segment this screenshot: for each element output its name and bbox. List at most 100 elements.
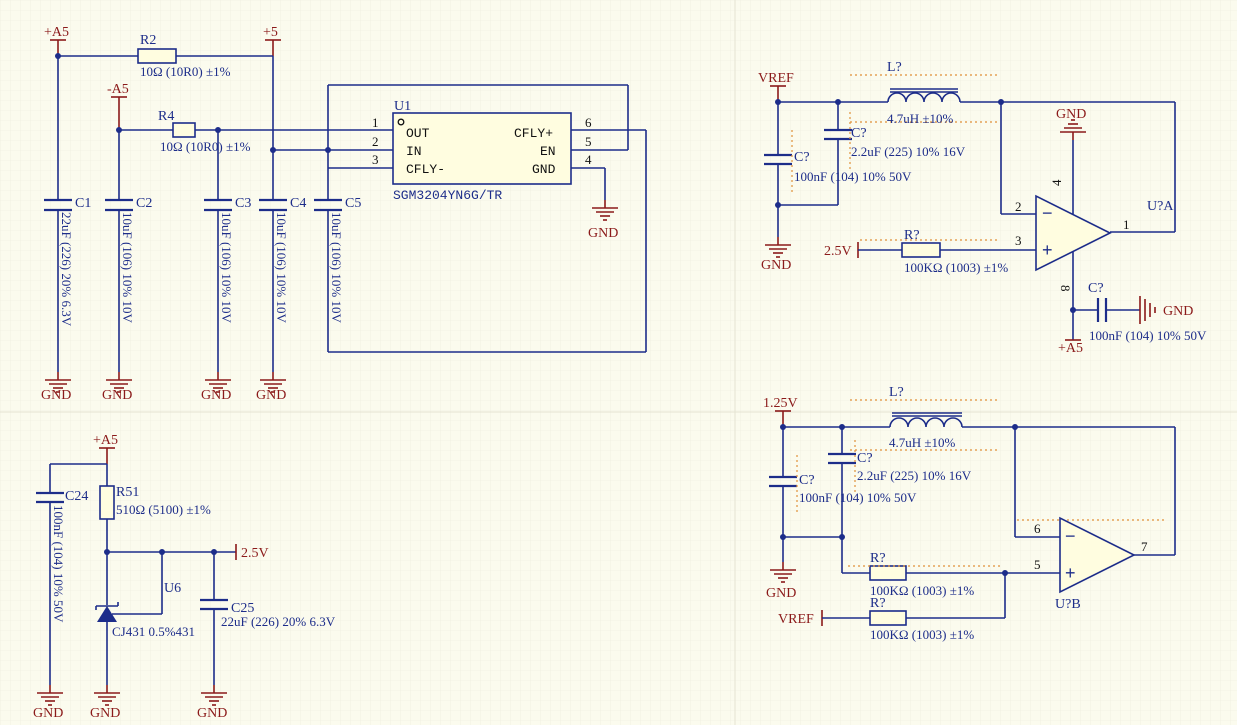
pin-num: 5 [1034,557,1041,572]
power-port-pos-a5-ref: +A5 [93,433,118,464]
value-c3: 10uF (106) 10% 10V [219,212,234,323]
designator-c4: C4 [290,196,306,211]
capacitor-c3 [204,198,232,212]
pin-num: 3 [1015,233,1022,248]
gnd-label-ca3: GND [1163,304,1193,319]
net-label: 2.5V [824,244,852,259]
value-c4: 10uF (106) 10% 10V [274,212,289,323]
capacitor-c2 [105,198,133,212]
resistor-r4 [172,122,196,138]
net-label-vminus: +A5 [1058,341,1083,356]
designator-cb1: C? [799,473,815,488]
designator-la: L? [887,60,902,75]
capacitor-c5 [314,198,342,212]
resistor-rb2 [869,610,907,626]
net-port-2v5: 2.5V [235,544,269,561]
resistor-ra [901,242,941,258]
pin-name: CFLY- [406,162,445,177]
pin-num: 6 [585,115,592,130]
designator-lb: L? [889,385,904,400]
gnd-label-c24: GND [33,706,63,721]
designator-ca1: C? [794,150,810,165]
value-rb1: 100KΩ (1003) ±1% [870,583,974,598]
pin-num: 6 [1034,521,1041,536]
noninverting-sign: + [1042,240,1053,260]
gnd-label-c1: GND [41,388,71,403]
net-label: 1.25V [763,396,798,411]
capacitor-ca1 [764,153,792,166]
designator-rb2: R? [870,596,886,611]
designator-c5: C5 [345,196,361,211]
designator-c1: C1 [75,196,91,211]
value-r51: 510Ω (5100) ±1% [116,502,211,517]
section-opamp-b: 1.25V L? 4.7uH ±10% C? 100nF (104) 10% 5… [763,385,1176,642]
section-opamp-a: VREF L? 4.7uH ±10% C? 100nF (104) 10% 50… [758,60,1207,356]
pin-num: 8 [1058,285,1073,292]
capacitor-c4 [259,198,287,212]
net-label: +A5 [44,25,69,40]
capacitor-cb1 [769,475,797,488]
gnd-label-opa-top: GND [1056,107,1086,122]
resistor-r51 [99,485,115,520]
pin-name: EN [540,144,556,159]
designator-rb1: R? [870,551,886,566]
gnd-label-u6: GND [90,706,120,721]
capacitor-c25 [200,598,228,611]
inductor-lb [889,412,963,428]
pin-num: 7 [1141,539,1148,554]
pin-name: IN [406,144,422,159]
designator-r4: R4 [158,109,174,124]
opamp-u-b: − + 6 5 7 U?B [1034,516,1148,612]
value-cb1: 100nF (104) 10% 50V [799,490,917,505]
gnd-label-cb: GND [766,586,796,601]
value-c2: 10uF (106) 10% 10V [120,212,135,323]
pin-num: 4 [585,152,592,167]
pin-num: 1 [1123,217,1130,232]
section-reference: +A5 C24 100nF (104) 10% 50V GND R51 510Ω… [33,433,336,721]
net-label: 2.5V [241,546,269,561]
section-charge-pump: +A5 +5 -A5 R2 10Ω (10R0) ±1% R4 10Ω (10R… [41,25,647,403]
power-port-neg-a5: -A5 [107,82,129,130]
noninverting-sign: + [1065,563,1076,583]
value-r4: 10Ω (10R0) ±1% [160,139,251,154]
gnd-label-c25: GND [197,706,227,721]
ic-u1: U1 SGM3204YN6G/TR 1 OUT 2 IN 3 CFLY- 6 C… [372,99,592,203]
value-ca2: 2.2uF (225) 10% 16V [851,144,966,159]
designator-opamp-b: U?B [1055,597,1081,612]
inductor-la [887,88,961,103]
net-label: +A5 [93,433,118,448]
resistor-r2 [137,48,177,64]
pin-num: 5 [585,134,592,149]
pin-num: 1 [372,115,379,130]
designator-r2: R2 [140,33,156,48]
opamp-u-a: − + 2 3 1 4 8 U?A [1015,179,1174,292]
net-label: VREF [778,612,814,627]
power-port-pos-5: +5 [263,25,281,56]
inverting-sign: − [1042,203,1053,223]
pin-name: OUT [406,126,430,141]
ground-sideways [1139,296,1156,324]
value-cb2: 2.2uF (225) 10% 16V [857,468,972,483]
designator-c24: C24 [65,489,88,504]
pin-name: CFLY+ [514,126,553,141]
resistor-rb1 [869,565,907,581]
value-r2: 10Ω (10R0) ±1% [140,64,231,79]
gnd-label-c4: GND [256,388,286,403]
gnd-label-c3: GND [201,388,231,403]
part-u1: SGM3204YN6G/TR [393,188,502,203]
designator-opamp-a: U?A [1147,199,1174,214]
capacitor-ca2 [824,128,852,141]
value-ca3: 100nF (104) 10% 50V [1089,328,1207,343]
gnd-label-u1: GND [588,226,618,241]
inverting-sign: − [1065,526,1076,546]
designator-ca2: C? [851,126,867,141]
value-c24: 100nF (104) 10% 50V [51,505,66,623]
value-ra: 100KΩ (1003) ±1% [904,260,1008,275]
capacitor-c1 [44,198,72,212]
value-c5: 10uF (106) 10% 10V [329,212,344,323]
value-rb2: 100KΩ (1003) ±1% [870,627,974,642]
net-label: -A5 [107,82,129,97]
designator-c3: C3 [235,196,251,211]
